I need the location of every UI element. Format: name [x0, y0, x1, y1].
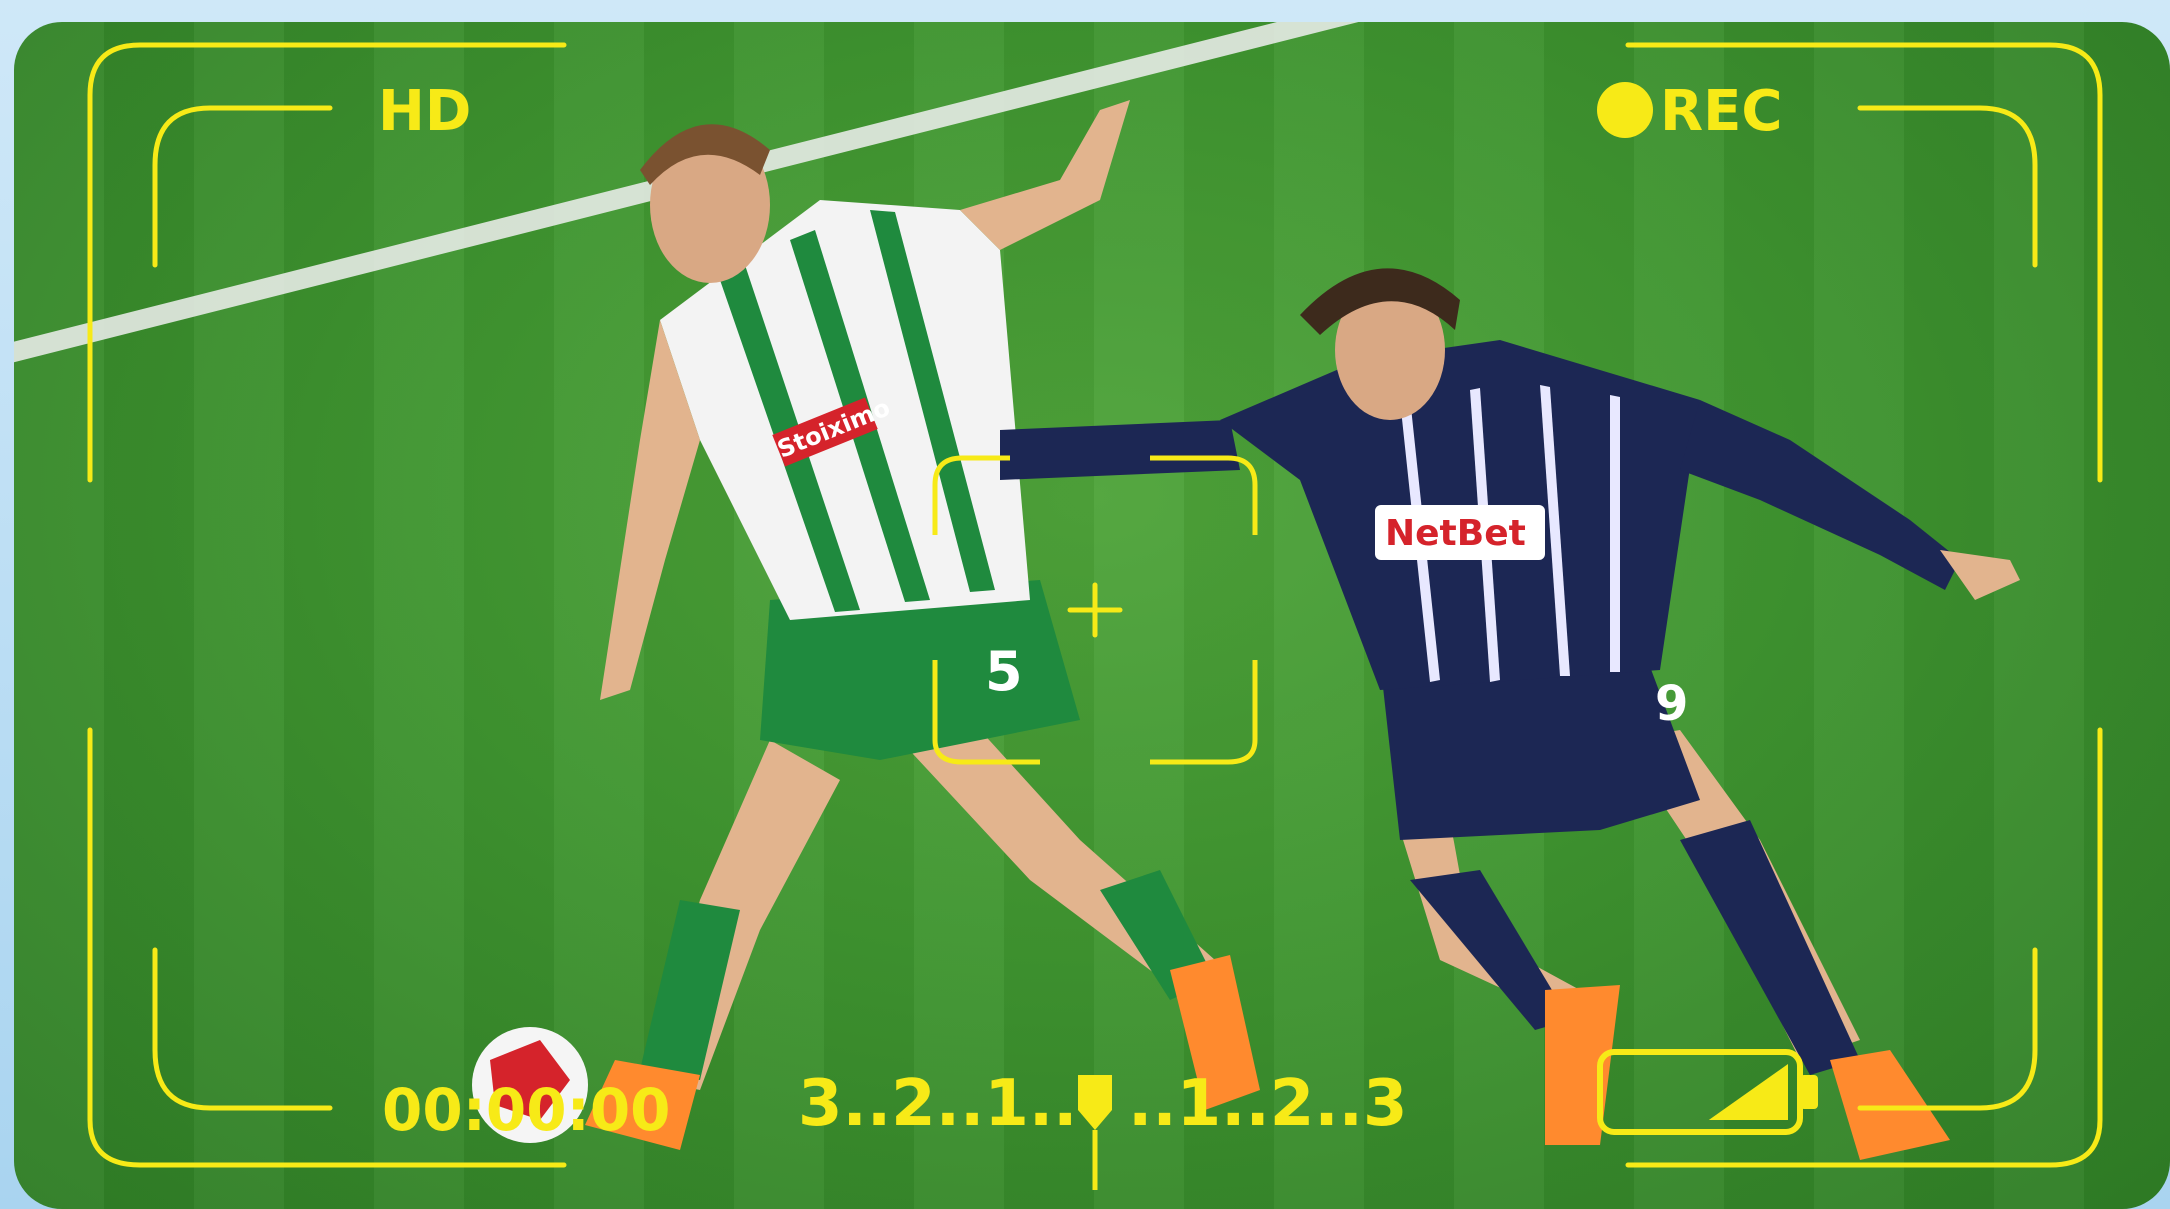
left-shorts-number: 5 [985, 640, 1023, 703]
rec-dot-icon [1597, 82, 1653, 138]
timecode: 00:00:00 [382, 1076, 671, 1144]
exposure-countdown: 3..2..1.. [798, 1067, 1077, 1141]
battery-icon [1597, 1049, 1818, 1135]
hd-quality-label: HD [378, 79, 471, 144]
football [472, 1027, 588, 1143]
rec-label: REC [1660, 79, 1782, 144]
exposure-marker-icon [1078, 1075, 1112, 1190]
right-shorts-number: 9 [1655, 676, 1688, 732]
right-sponsor-text: NetBet [1385, 513, 1526, 554]
player-right-blue: NetBet 9 [1000, 268, 2020, 1160]
inner-frame-brackets [152, 105, 2038, 1111]
outer-frame-brackets [87, 42, 2103, 1168]
focus-box [932, 455, 1258, 765]
focus-crosshair-icon [1067, 582, 1123, 638]
exposure-countup: ..1..2..3 [1128, 1067, 1407, 1141]
player-left-green: Stoiximo 5 [585, 100, 1260, 1150]
